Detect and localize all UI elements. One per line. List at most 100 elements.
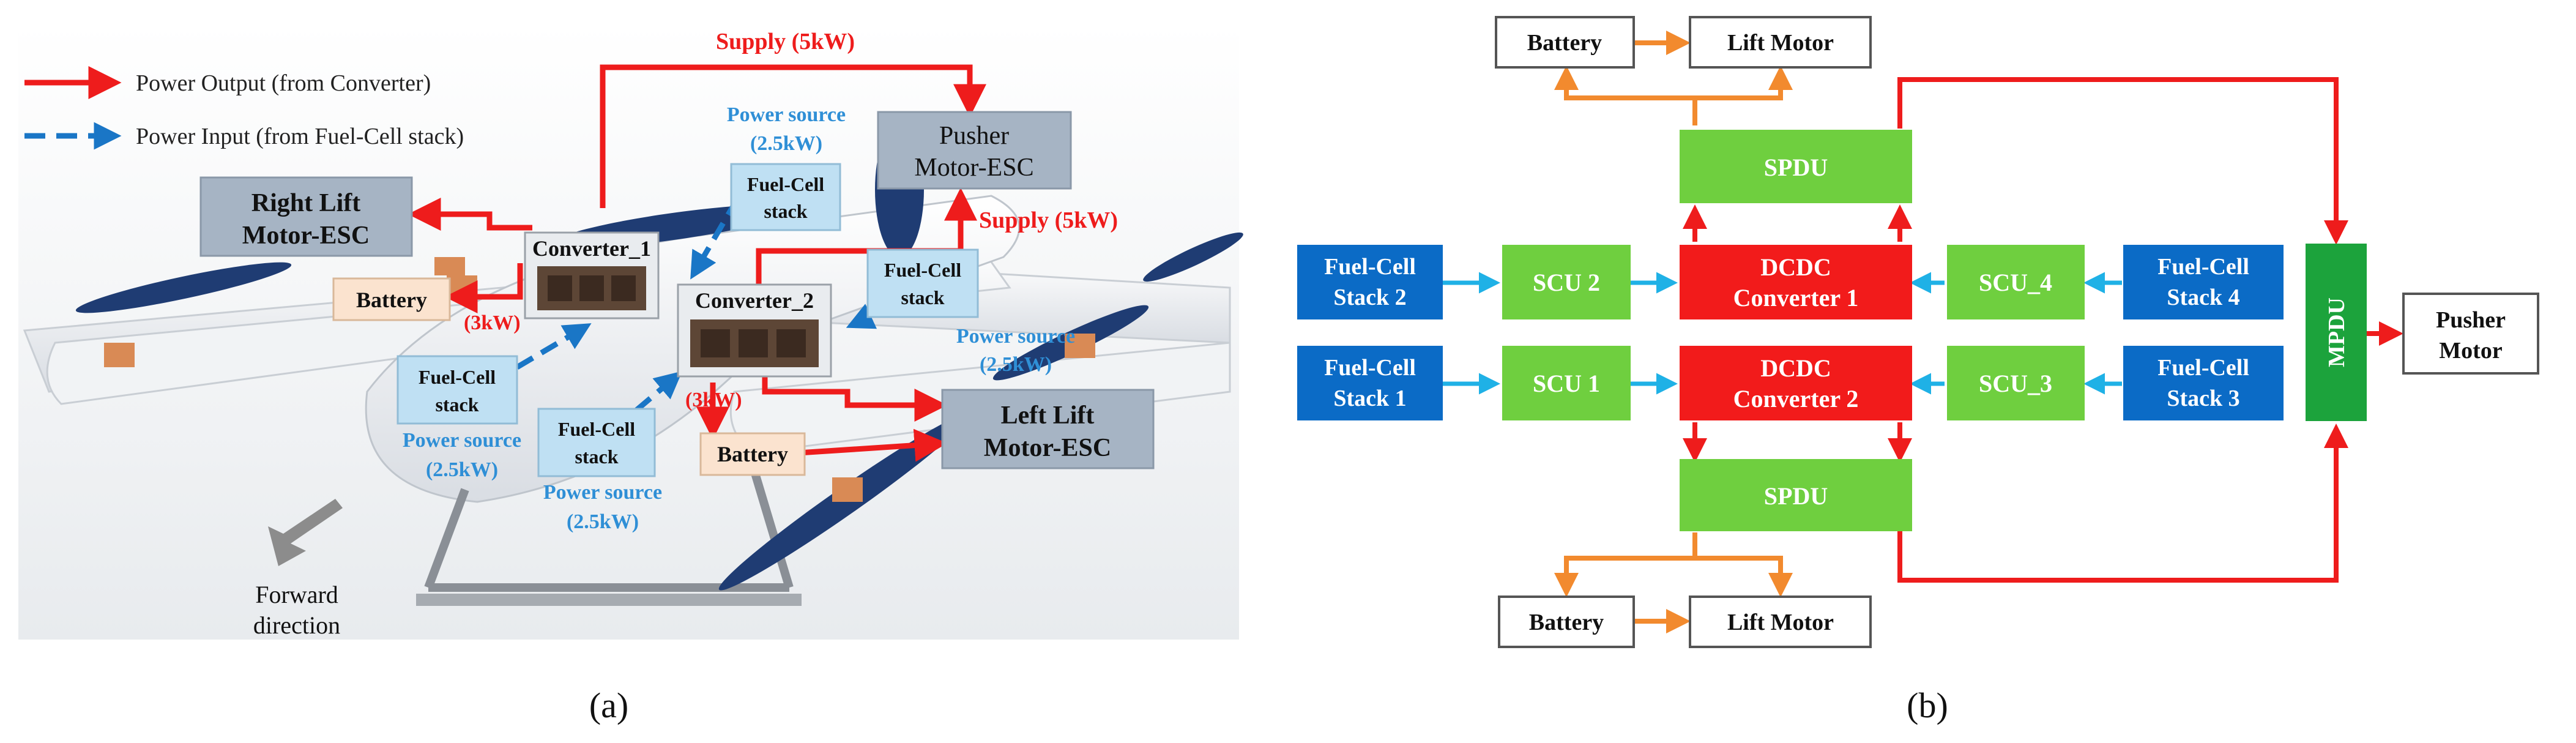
svg-text:DCDC: DCDC bbox=[1760, 253, 1831, 281]
panel-b: Battery Lift Motor SPDU Fuel-Cell Stack … bbox=[1297, 16, 2539, 725]
input-arrow-1 bbox=[690, 197, 740, 280]
svg-text:Battery: Battery bbox=[717, 442, 788, 466]
mpdu-box: MPDU bbox=[2306, 244, 2367, 421]
fuel-cell-stack-4: Fuel-Cell stack bbox=[537, 408, 656, 477]
svg-text:(2.5kW): (2.5kW) bbox=[980, 353, 1052, 376]
svg-text:(2.5kW): (2.5kW) bbox=[750, 132, 822, 155]
battery-bottom-box: Battery bbox=[1498, 596, 1635, 648]
svg-text:SPDU: SPDU bbox=[1764, 482, 1828, 510]
pusher-esc-box: Pusher Motor-ESC bbox=[877, 111, 1072, 190]
forward-arrow-icon bbox=[268, 499, 343, 566]
svg-text:SCU_3: SCU_3 bbox=[1979, 370, 2052, 397]
svg-text:SCU_4: SCU_4 bbox=[1979, 269, 2052, 296]
svg-text:Power source: Power source bbox=[956, 325, 1075, 348]
svg-text:stack: stack bbox=[435, 394, 478, 416]
svg-text:Right Lift: Right Lift bbox=[251, 189, 361, 217]
conv2-to-left-esc-arrow bbox=[762, 372, 948, 422]
svg-text:Converter 1: Converter 1 bbox=[1733, 284, 1859, 312]
svg-text:Battery: Battery bbox=[1529, 610, 1604, 635]
svg-text:direction: direction bbox=[253, 611, 340, 639]
scu-2-box: SCU 2 bbox=[1502, 245, 1631, 319]
svg-text:Motor-ESC: Motor-ESC bbox=[914, 154, 1033, 182]
fc-stack-2-box: Fuel-Cell Stack 2 bbox=[1297, 245, 1443, 319]
spdu-top-box: SPDU bbox=[1680, 130, 1912, 203]
svg-text:Motor-ESC: Motor-ESC bbox=[984, 434, 1111, 462]
svg-text:Fuel-Cell: Fuel-Cell bbox=[884, 259, 961, 281]
converter-1: Converter_1 bbox=[524, 231, 660, 319]
spdu-to-lift-bottom-arrow bbox=[1695, 556, 1793, 597]
svg-text:Fuel-Cell: Fuel-Cell bbox=[1324, 355, 1416, 381]
fuel-cell-stack-3: Fuel-Cell stack bbox=[396, 355, 518, 425]
spdu-top-to-mpdu-arrow bbox=[1897, 77, 2348, 245]
dcdc-converter-1-box: DCDC Converter 1 bbox=[1680, 245, 1912, 319]
caption-b: (b) bbox=[1907, 685, 1948, 725]
supply-right-label: Supply (5kW) bbox=[979, 207, 1118, 233]
svg-text:(2.5kW): (2.5kW) bbox=[426, 458, 498, 481]
svg-text:Motor-ESC: Motor-ESC bbox=[242, 222, 370, 250]
svg-text:Left Lift: Left Lift bbox=[1001, 401, 1095, 430]
svg-text:Lift Motor: Lift Motor bbox=[1727, 30, 1834, 56]
fuel-cell-stack-1: Fuel-Cell stack bbox=[730, 163, 841, 231]
battery-top-box: Battery bbox=[1495, 16, 1635, 69]
svg-text:Pusher: Pusher bbox=[939, 122, 1009, 150]
svg-text:Battery: Battery bbox=[356, 288, 427, 312]
svg-text:Power source: Power source bbox=[543, 481, 662, 504]
converter-2: Converter_2 bbox=[677, 283, 832, 378]
forward-direction: Forward direction bbox=[253, 499, 343, 639]
svg-text:stack: stack bbox=[575, 446, 618, 468]
scu-1-box: SCU 1 bbox=[1502, 346, 1631, 420]
lift-motor-top-box: Lift Motor bbox=[1689, 16, 1872, 69]
battery-to-left-esc-arrow bbox=[798, 428, 948, 462]
legend-input-label: Power Input (from Fuel-Cell stack) bbox=[136, 124, 464, 149]
conv1-to-battery-arrow bbox=[444, 263, 523, 313]
svg-text:SCU 2: SCU 2 bbox=[1533, 269, 1600, 296]
svg-text:Converter_1: Converter_1 bbox=[532, 236, 651, 261]
fc-stack-3-box: Fuel-Cell Stack 3 bbox=[2123, 346, 2284, 420]
pusher-motor-box: Pusher Motor bbox=[2402, 293, 2539, 375]
left-lift-esc-box: Left Lift Motor-ESC bbox=[941, 389, 1155, 469]
svg-text:Forward: Forward bbox=[255, 581, 338, 608]
supply-right-arrow bbox=[756, 187, 977, 293]
svg-text:Converter 2: Converter 2 bbox=[1733, 385, 1859, 413]
svg-text:stack: stack bbox=[764, 200, 807, 222]
svg-text:(2.5kW): (2.5kW) bbox=[567, 510, 639, 533]
svg-text:Fuel-Cell: Fuel-Cell bbox=[747, 173, 824, 195]
power-source-label-3: Power source (2.5kW) bbox=[403, 429, 521, 481]
fuel-cell-stack-2: Fuel-Cell stack bbox=[866, 248, 979, 318]
svg-text:Stack 4: Stack 4 bbox=[2167, 285, 2239, 310]
svg-text:Power source: Power source bbox=[403, 429, 521, 452]
panel-a: Power Output (from Converter) Power Inpu… bbox=[18, 24, 1243, 725]
svg-text:SPDU: SPDU bbox=[1764, 154, 1828, 181]
spdu-bottom-to-mpdu-arrow bbox=[1897, 424, 2348, 583]
spdu-to-battery-bottom-arrow bbox=[1554, 532, 1697, 597]
svg-text:SCU 1: SCU 1 bbox=[1533, 370, 1600, 397]
svg-text:Fuel-Cell: Fuel-Cell bbox=[2157, 355, 2249, 381]
supply-top-arrow bbox=[600, 64, 986, 208]
svg-text:Battery: Battery bbox=[1527, 30, 1602, 56]
svg-text:Motor: Motor bbox=[2439, 338, 2503, 364]
supply-top-label: Supply (5kW) bbox=[716, 29, 855, 54]
svg-text:Power source: Power source bbox=[727, 103, 846, 126]
dcdc-converter-2-box: DCDC Converter 2 bbox=[1680, 346, 1912, 420]
svg-text:Pusher: Pusher bbox=[2436, 307, 2506, 333]
svg-text:Fuel-Cell: Fuel-Cell bbox=[558, 418, 635, 440]
svg-text:Fuel-Cell: Fuel-Cell bbox=[1324, 254, 1416, 280]
scu-3-box: SCU_3 bbox=[1947, 346, 2085, 420]
legend: Power Output (from Converter) Power Inpu… bbox=[24, 66, 464, 150]
spdu-bottom-box: SPDU bbox=[1680, 459, 1912, 531]
three-kw-label-1: (3kW) bbox=[464, 312, 521, 334]
svg-text:Converter_2: Converter_2 bbox=[695, 288, 814, 313]
legend-output-label: Power Output (from Converter) bbox=[136, 70, 431, 96]
battery-left: Battery bbox=[699, 432, 806, 476]
right-lift-esc-box: Right Lift Motor-ESC bbox=[199, 176, 413, 257]
lift-motor-bottom-box: Lift Motor bbox=[1689, 596, 1872, 648]
power-source-label-2: Power source (2.5kW) bbox=[956, 325, 1075, 376]
power-source-label-1: Power source (2.5kW) bbox=[727, 103, 846, 155]
conv1-to-right-esc-arrow bbox=[408, 198, 532, 231]
fc-stack-1-box: Fuel-Cell Stack 1 bbox=[1297, 346, 1443, 420]
spdu-to-lift-top-arrow bbox=[1695, 65, 1793, 100]
fc-stack-4-box: Fuel-Cell Stack 4 bbox=[2123, 245, 2284, 319]
svg-text:stack: stack bbox=[901, 286, 944, 308]
three-kw-label-2: (3kW) bbox=[685, 389, 742, 411]
